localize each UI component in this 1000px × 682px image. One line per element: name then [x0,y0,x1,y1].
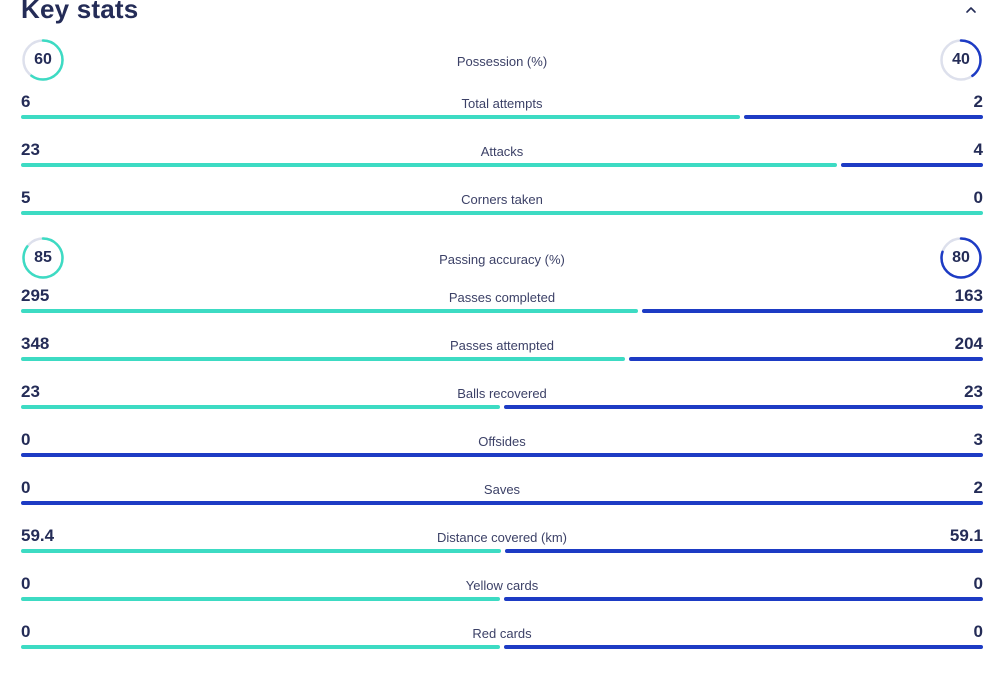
home-value: 0 [21,622,31,641]
away-value: 2 [973,478,983,497]
comparison-bar [21,211,983,215]
home-bar [21,115,740,119]
away-bar [628,357,983,361]
home-bar [21,163,838,167]
home-bar [21,357,625,361]
home-value: 5 [21,188,31,207]
stat-row: 59.4 Distance covered (km) 59.1 [21,526,983,574]
home-percentage-ring: 85 [21,236,65,280]
stat-row: 6 Total attempts 2 [21,92,983,140]
stat-label: Saves [483,482,521,497]
away-bar [505,549,983,553]
comparison-bar [21,163,983,167]
home-value: 23 [21,382,40,401]
away-value: 2 [973,92,983,111]
stat-label: Corners taken [461,192,543,207]
away-percentage-ring: 80 [939,236,983,280]
chevron-up-icon[interactable] [963,2,979,18]
stat-label: Red cards [472,626,532,641]
stat-label: Yellow cards [465,578,539,593]
away-bar [504,645,983,649]
home-bar [21,405,500,409]
stat-label: Attacks [480,144,524,159]
stat-row: 348 Passes attempted 204 [21,334,983,382]
home-value: 85 [34,249,52,266]
away-value: 23 [964,382,983,401]
home-value: 348 [21,334,50,353]
away-percentage-ring: 40 [939,38,983,82]
away-bar [841,163,983,167]
home-bar [21,549,502,553]
stat-row: 295 Passes completed 163 [21,286,983,334]
comparison-bar [21,645,983,649]
away-bar [642,309,983,313]
stat-row: 0 Red cards 0 [21,622,983,670]
key-stats-header: Key stats [21,0,983,28]
stat-row: 85 Passing accuracy (%) 80 [21,236,983,286]
away-value: 3 [973,430,983,449]
stat-row: 60 Possession (%) 40 [21,38,983,92]
comparison-bar [21,115,983,119]
comparison-bar [21,597,983,601]
away-value: 59.1 [949,526,983,545]
stat-row: 0 Yellow cards 0 [21,574,983,622]
stat-row: 0 Saves 2 [21,478,983,526]
comparison-bar [21,453,983,457]
home-value: 295 [21,286,50,305]
comparison-bar [21,405,983,409]
stat-row: 0 Offsides 3 [21,430,983,478]
away-bar [504,597,983,601]
away-value: 163 [954,286,983,305]
away-value: 40 [952,51,970,68]
away-bar [21,453,983,457]
away-value: 204 [954,334,983,353]
away-bar [21,501,983,505]
away-bar [504,405,983,409]
home-bar [21,645,500,649]
comparison-bar [21,357,983,361]
stat-row: 5 Corners taken 0 [21,188,983,236]
home-bar [21,211,983,215]
home-value: 0 [21,478,31,497]
comparison-bar [21,549,983,553]
stat-label: Distance covered (km) [436,530,568,545]
away-value: 0 [973,574,983,593]
comparison-bar [21,309,983,313]
home-value: 0 [21,574,31,593]
away-bar [743,115,983,119]
section-title: Key stats [21,0,139,24]
stat-label: Passes completed [448,290,556,305]
stat-row: 23 Balls recovered 23 [21,382,983,430]
stat-label: Passing accuracy (%) [439,252,565,267]
home-value: 6 [21,92,31,111]
stat-row: 23 Attacks 4 [21,140,983,188]
home-value: 23 [21,140,40,159]
home-percentage-ring: 60 [21,38,65,82]
stat-label: Possession (%) [456,54,548,69]
away-value: 4 [973,140,983,159]
home-bar [21,597,500,601]
away-value: 0 [973,188,983,207]
comparison-bar [21,501,983,505]
home-value: 59.4 [21,526,55,545]
home-value: 0 [21,430,31,449]
stat-label: Balls recovered [457,386,547,401]
away-value: 80 [952,249,970,266]
stat-label: Offsides [478,434,526,449]
stat-label: Passes attempted [449,338,555,353]
away-value: 0 [973,622,983,641]
home-value: 60 [34,51,52,68]
stat-label: Total attempts [461,96,543,111]
home-bar [21,309,639,313]
